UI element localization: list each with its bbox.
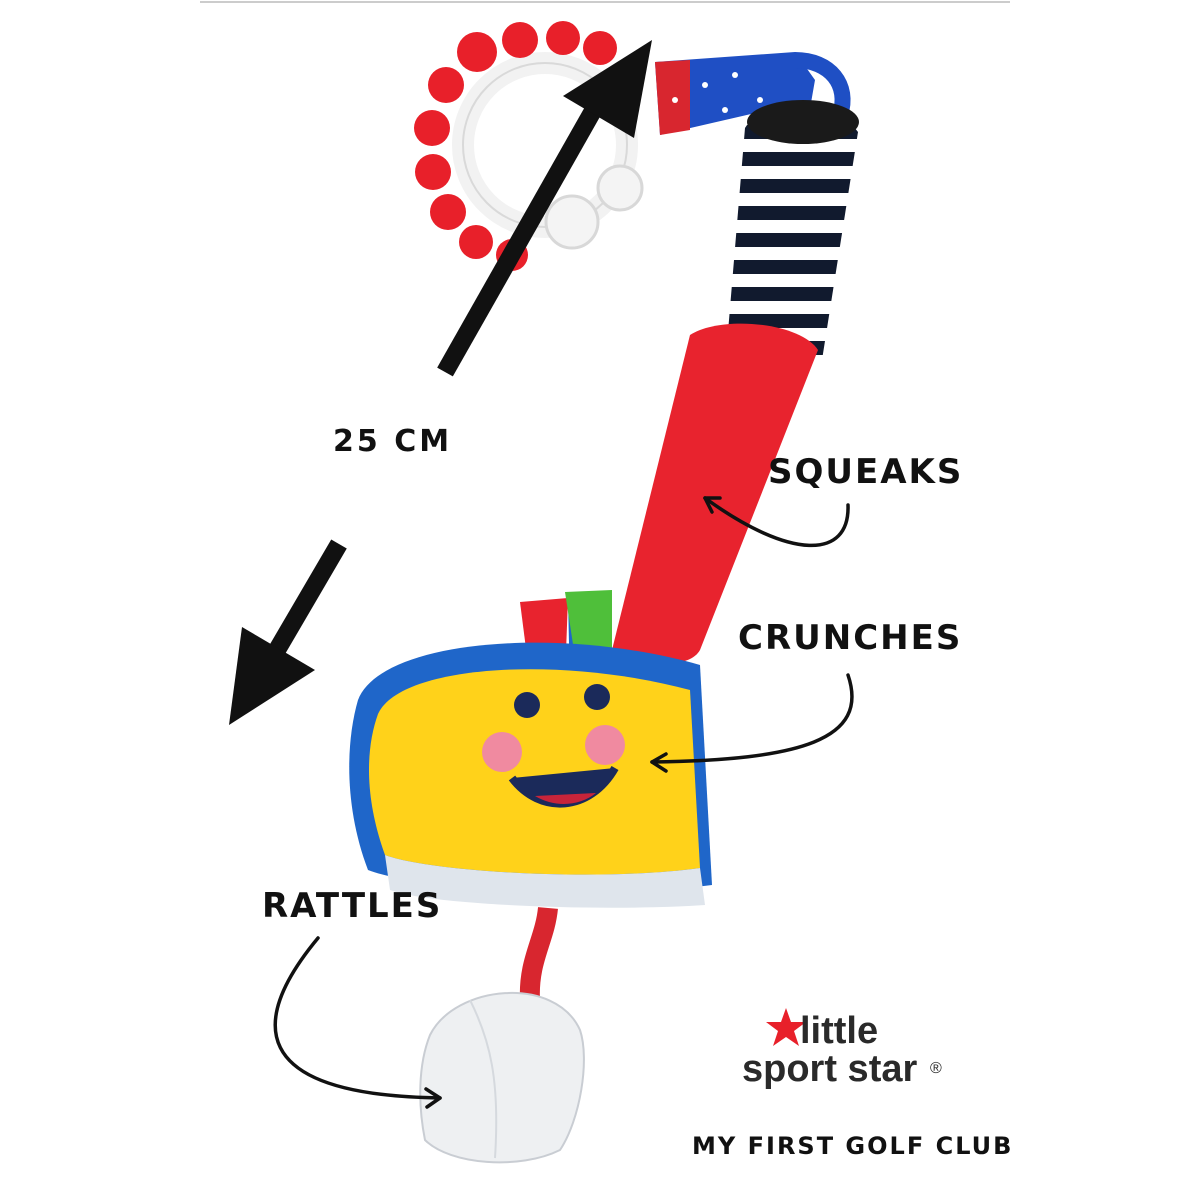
strap [655, 52, 851, 135]
brand-logo-line1: little [800, 1010, 879, 1052]
registered-mark: ® [930, 1060, 942, 1077]
dimension-arrow [229, 40, 652, 725]
size-callout: 25 CM [333, 424, 453, 459]
club-shaft [612, 323, 818, 664]
product-name: MY FIRST GOLF CLUB [692, 1132, 1014, 1160]
squeaks-callout: SQUEAKS [768, 452, 964, 492]
club-head [349, 642, 712, 908]
star-icon [766, 1008, 806, 1046]
brand-logo-line2: sport star [742, 1048, 918, 1090]
teether-ring [414, 21, 644, 271]
club-grip [728, 100, 859, 360]
callout-arrows [273, 496, 854, 1109]
crunches-callout: CRUNCHES [738, 618, 963, 658]
rattles-callout: RATTLES [262, 886, 443, 926]
rattle-ball [419, 991, 585, 1164]
